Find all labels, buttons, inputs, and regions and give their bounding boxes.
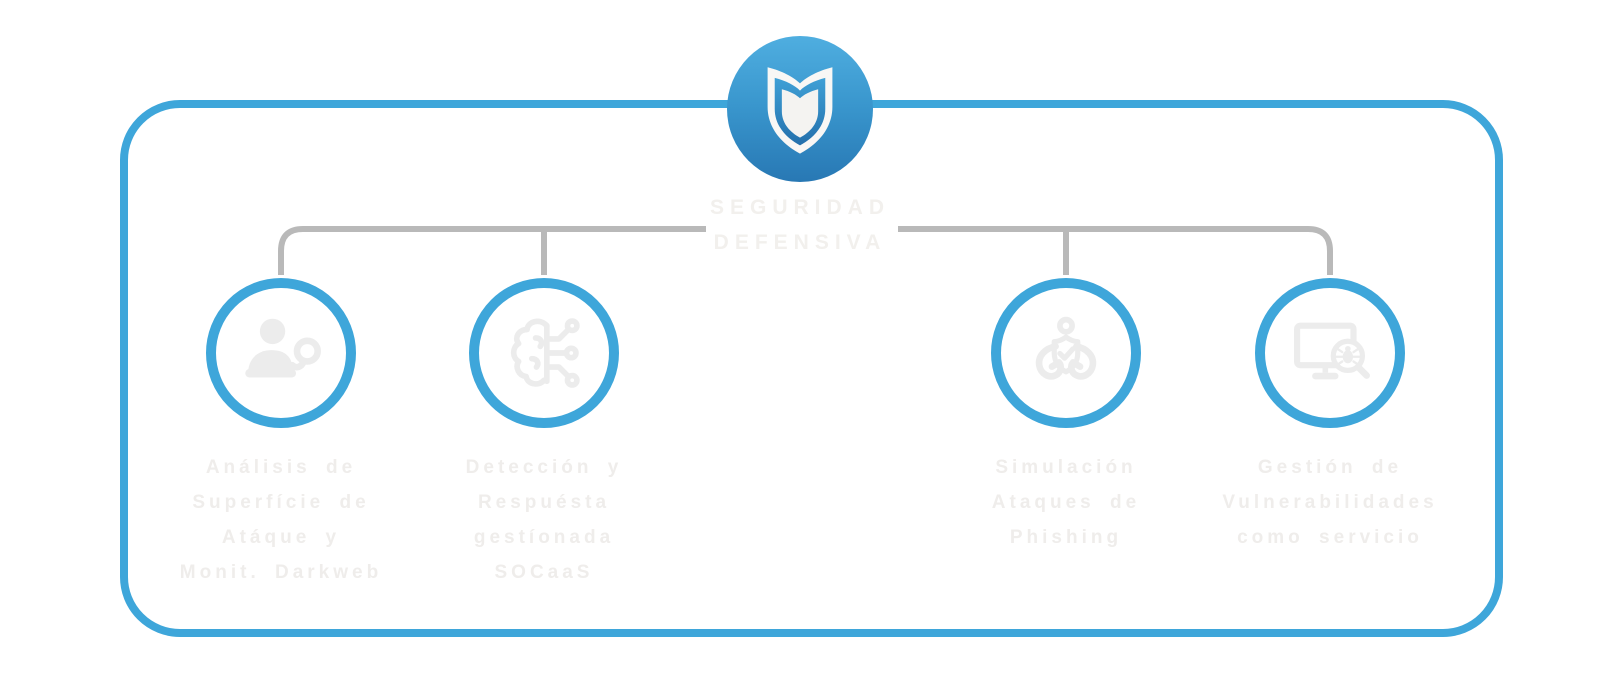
node-managed-detection-response xyxy=(469,278,619,428)
label-line: Respuésta xyxy=(477,492,611,513)
label-managed-detection-response: Detección y Respuésta gestíonada SOCaaS xyxy=(394,450,694,590)
title-line-2: DEFENSIVA xyxy=(713,231,887,254)
label-line: Ataques de xyxy=(991,492,1141,513)
shield-icon xyxy=(767,66,833,154)
label-line: Gestión de xyxy=(1257,457,1403,478)
phishing-hook-icon xyxy=(1035,316,1097,380)
connector-left-branch xyxy=(278,226,706,275)
label-line: como servicio xyxy=(1237,527,1423,548)
vulnerability-scan-icon xyxy=(1294,322,1370,380)
label-line: gestíonada xyxy=(473,527,615,548)
connector-right-branch xyxy=(898,226,1333,275)
ai-brain-circuit-icon xyxy=(510,318,580,388)
label-line: Atáque y xyxy=(221,527,341,548)
label-line: Monit. Darkweb xyxy=(179,562,383,583)
label-attack-surface-analysis: Análisis de Superfície de Atáque y Monit… xyxy=(131,450,431,590)
label-line: Análisis de xyxy=(205,457,357,478)
label-line: Phishing xyxy=(1009,527,1123,548)
label-line: Superfície de xyxy=(192,492,370,513)
diagram-title: SEGURIDAD DEFENSIVA xyxy=(550,190,1050,260)
label-line: SOCaaS xyxy=(494,562,594,583)
label-vulnerability-management: Gestión de Vulnerabilidades como servici… xyxy=(1180,450,1480,555)
node-vulnerability-management xyxy=(1255,278,1405,428)
node-phishing-simulation xyxy=(991,278,1141,428)
label-line: Simulación xyxy=(995,457,1137,478)
node-attack-surface-analysis xyxy=(206,278,356,428)
label-line: Vulnerabilidades xyxy=(1222,492,1438,513)
person-analysis-icon xyxy=(245,318,321,378)
label-phishing-simulation: Simulación Ataques de Phishing xyxy=(916,450,1216,555)
shield-badge xyxy=(727,36,873,182)
label-line: Detección y xyxy=(465,457,623,478)
title-line-1: SEGURIDAD xyxy=(709,196,890,219)
